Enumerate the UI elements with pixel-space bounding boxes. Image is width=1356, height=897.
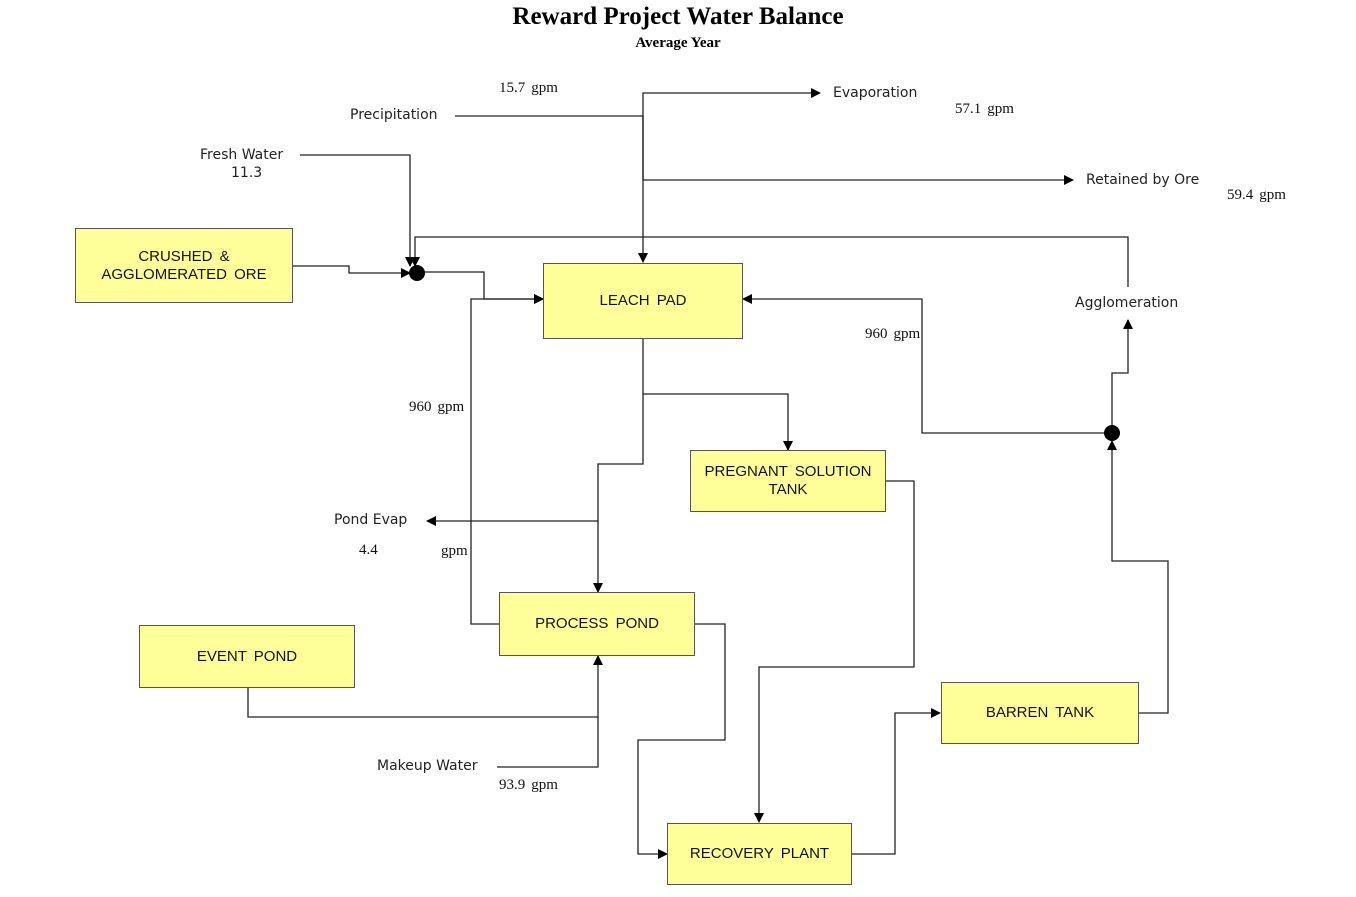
barren-tank-box: BARREN TANK xyxy=(941,682,1139,744)
recovery-plant-box: RECOVERY PLANT xyxy=(667,823,852,885)
pregnant-tank-label-1: PREGNANT SOLUTION xyxy=(704,463,872,480)
event-to-pond-line xyxy=(247,655,603,718)
process-pond-label: PROCESS POND xyxy=(535,615,659,632)
barren-to-leach-line xyxy=(742,294,1112,434)
leach-pad-label: LEACH PAD xyxy=(599,292,687,309)
pregnant-tank-box: PREGNANT SOLUTION TANK xyxy=(690,450,886,512)
crushed-ore-label-1: CRUSHED & xyxy=(138,247,230,265)
ore-junction-node xyxy=(409,265,425,281)
event-pond-box: EVENT POND xyxy=(139,625,355,688)
barren-to-junction-line xyxy=(1107,440,1169,714)
pond-to-recovery-line xyxy=(637,623,726,859)
agglomeration-return-line xyxy=(410,236,1129,287)
fresh-water-flow-line xyxy=(300,154,415,267)
fresh-water-value: 11.3 xyxy=(231,165,263,181)
process-pond-box: PROCESS POND xyxy=(499,592,695,656)
leach-to-pregnant-line xyxy=(642,338,793,451)
evaporation-flow-line xyxy=(642,88,821,180)
pond-to-leach-line xyxy=(470,294,544,625)
crushed-ore-box: CRUSHED & AGGLOMERATED ORE xyxy=(75,228,293,303)
crushed-ore-label-2: AGGLOMERATED ORE xyxy=(101,265,267,283)
diagram-title: Reward Project Water Balance xyxy=(512,3,844,30)
ore-to-junction-line xyxy=(293,265,411,278)
evaporation-label: Evaporation xyxy=(833,85,918,101)
makeup-water-label: Makeup Water xyxy=(377,758,478,774)
precipitation-flow-line xyxy=(455,115,648,263)
junction-to-agglomeration-line xyxy=(1111,319,1133,433)
retained-by-ore-label: Retained by Ore xyxy=(1086,172,1200,188)
pond-evap-unit: gpm xyxy=(441,543,468,559)
pregnant-to-recovery-line xyxy=(754,480,915,823)
diagram-subtitle: Average Year xyxy=(635,35,721,51)
barren-tank-label: BARREN TANK xyxy=(985,704,1095,721)
fresh-water-label: Fresh Water xyxy=(200,147,284,163)
barren-junction-node xyxy=(1104,425,1120,441)
junction-to-leach-line xyxy=(417,271,544,304)
agglomeration-label: Agglomeration xyxy=(1075,295,1179,311)
pregnant-tank-label-2: TANK xyxy=(768,481,808,498)
leach-to-pond-line xyxy=(593,394,644,593)
makeup-water-flow-line xyxy=(497,717,599,768)
recovery-plant-label: RECOVERY PLANT xyxy=(689,845,830,862)
precipitation-label: Precipitation xyxy=(350,107,438,123)
pond-evap-label: Pond Evap xyxy=(334,512,408,528)
leach-pad-box: LEACH PAD xyxy=(543,263,743,339)
event-pond-label: EVENT POND xyxy=(196,647,298,665)
pond-evap-value: 4.4 xyxy=(359,542,378,558)
recovery-to-barren-line xyxy=(852,708,941,855)
